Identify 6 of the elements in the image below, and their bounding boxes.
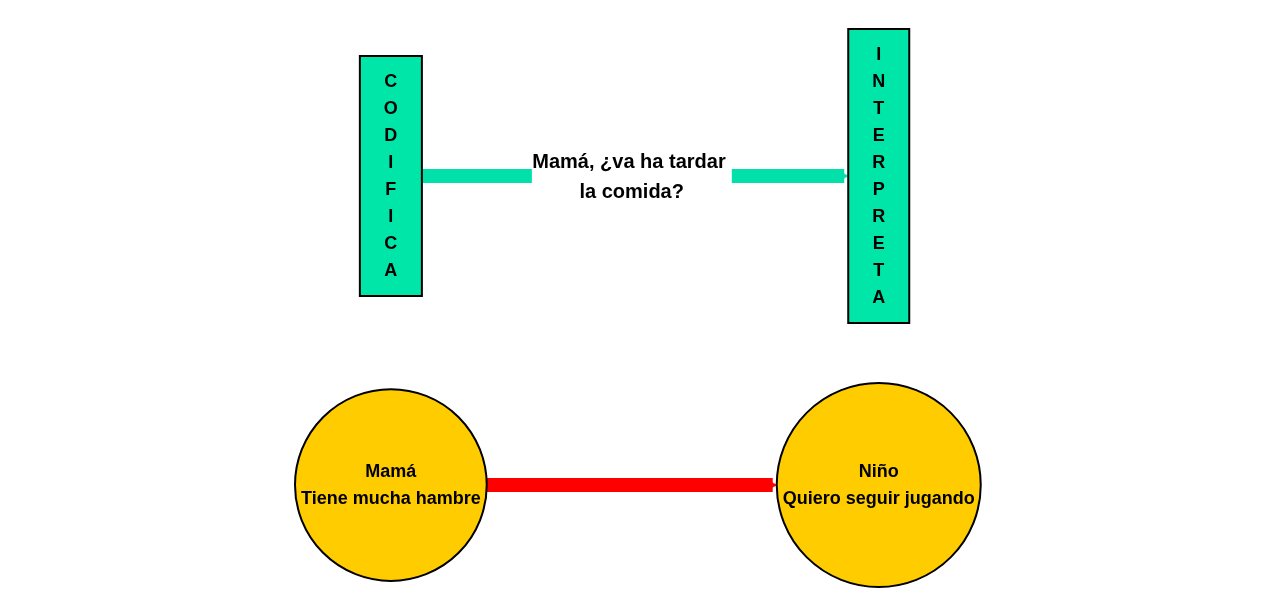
edge-label: Mamá, ¿va ha tardar la comida? xyxy=(532,149,726,202)
node-box: CODIFICA xyxy=(359,55,423,297)
node-circle: Niño Quiero seguir jugando xyxy=(775,382,982,588)
arrow xyxy=(486,478,778,492)
node-circle: Mamá Tiene mucha hambre xyxy=(294,388,488,582)
node-box: INTERPRETA xyxy=(847,28,911,324)
